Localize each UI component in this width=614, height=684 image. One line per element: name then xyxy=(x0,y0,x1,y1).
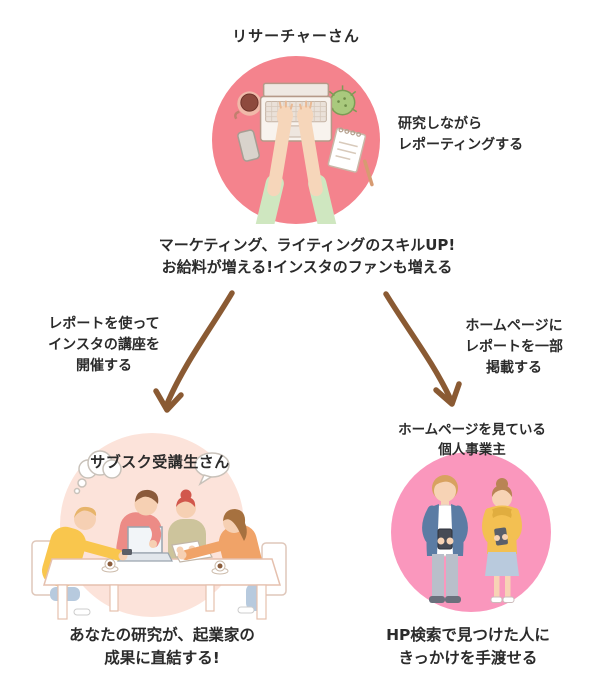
smartphone-icon xyxy=(237,129,260,162)
coffee-cup-icon xyxy=(101,558,119,573)
caption-line: あなたの研究が、起業家の xyxy=(69,626,255,644)
study-group-circle-illustration xyxy=(31,433,287,620)
caption-line: きっかけを手渡せる xyxy=(398,649,538,667)
notepad-icon xyxy=(327,127,374,187)
benefit-line: お給料が増える!インスタのファンも増える xyxy=(161,258,453,276)
title-line: ホームページを見ている xyxy=(398,422,546,438)
students-outcome-caption: あなたの研究が、起業家の 成果に直結する! xyxy=(12,624,312,670)
phone-icon xyxy=(494,527,508,546)
label-line: 開催する xyxy=(76,358,132,374)
researcher-note: 研究しながら レポーティングする xyxy=(398,114,523,156)
label-line: インスタの講座を xyxy=(48,337,160,353)
title-line: 個人事業主 xyxy=(438,442,506,458)
right-arrowhead-icon xyxy=(433,381,462,407)
left-arrow-label: レポートを使って インスタの講座を 開催する xyxy=(18,314,190,377)
right-arrow xyxy=(383,291,453,401)
plant-icon xyxy=(327,85,358,116)
caption-line: HP検索で見つけた人に xyxy=(386,626,550,644)
right-arrow-label: ホームページに レポートを一部 掲載する xyxy=(428,316,600,379)
researcher-title: リサーチャーさん xyxy=(232,27,360,45)
left-arrow xyxy=(164,290,235,407)
students-group-title: サブスク受講生さん xyxy=(90,453,230,471)
label-line: 掲載する xyxy=(486,360,542,376)
label-line: レポートを使って xyxy=(48,316,160,332)
left-arrowhead-icon xyxy=(153,388,184,413)
note-line: 研究しながら xyxy=(398,116,482,132)
thought-bubble-icon xyxy=(73,450,122,495)
business-outcome-caption: HP検索で見つけた人に きっかけを手渡せる xyxy=(322,624,614,670)
typing-hands xyxy=(255,100,337,224)
researcher-circle-illustration xyxy=(212,56,380,224)
coffee-cup-icon xyxy=(211,560,229,575)
researcher-benefits: マーケティング、ライティングのスキルUP! お給料が増える!インスタのファンも増… xyxy=(37,234,577,278)
label-line: ホームページに xyxy=(465,318,563,334)
phone-users-circle-illustration xyxy=(391,452,551,612)
benefit-line: マーケティング、ライティングのスキルUP! xyxy=(158,236,456,254)
caption-line: 成果に直結する! xyxy=(104,649,220,667)
arms-over-table xyxy=(68,518,237,561)
woman-with-phone xyxy=(482,478,522,603)
business-group-title: ホームページを見ている 個人事業主 xyxy=(380,420,564,460)
man-with-phone xyxy=(422,475,468,603)
coffee-cup-icon xyxy=(234,91,262,120)
note-line: レポーティングする xyxy=(398,137,524,153)
pencil-icon xyxy=(363,159,374,187)
speech-bubble-icon xyxy=(194,452,230,486)
label-line: レポートを一部 xyxy=(465,339,563,355)
